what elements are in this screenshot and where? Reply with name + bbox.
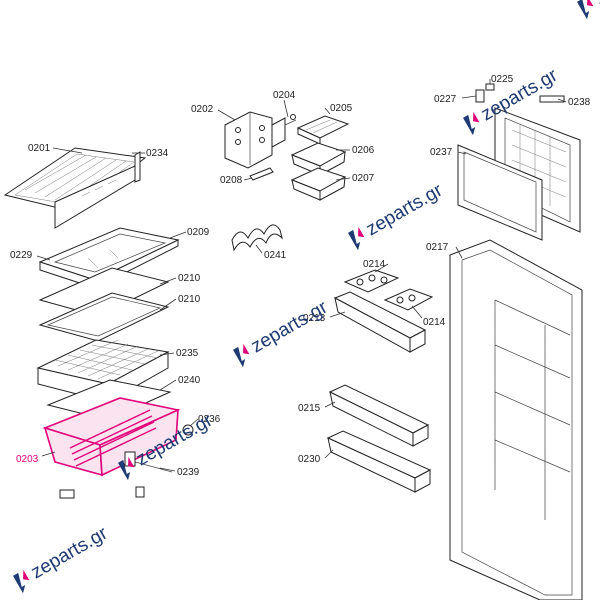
label-0214-b: 0214 [423,317,446,328]
label-0215: 0215 [298,403,321,414]
part-0205-egg-tray [296,115,350,145]
zeparts-logo-icon [463,114,476,136]
part-freezer-gasket [457,144,543,241]
label-0240: 0240 [178,375,201,386]
label-0227: 0227 [434,94,457,105]
part-0217-fridge-door [449,239,583,600]
label-0236: 0236 [198,414,221,425]
label-0214-a: 0214 [363,259,386,270]
watermark-3: zeparts.gr [348,180,447,251]
label-0210-a: 0210 [178,273,201,284]
part-0230-door-bin [326,430,432,493]
watermark-text-6: zeparts.gr [592,0,600,9]
watermark-1: zeparts.gr [13,523,112,594]
part-labels: 0201 0234 0202 0204 0205 0206 0207 0208 … [10,74,591,478]
part-0208-clip [249,167,274,181]
watermark-text-1: zeparts.gr [28,523,112,584]
label-0202: 0202 [191,104,214,115]
label-0241: 0241 [264,250,287,261]
zeparts-logo-icon [233,346,246,368]
zeparts-logo-icon [348,229,361,251]
label-0203: 0203 [16,454,39,465]
watermark-2: zeparts.gr [233,297,332,368]
label-0207: 0207 [352,173,375,184]
label-0237: 0237 [430,147,453,158]
label-0201: 0201 [28,143,51,154]
zeparts-logo-icon [577,0,590,20]
part-0201-shelf [3,147,147,213]
part-0238-handle [539,95,565,103]
part-0204-pins [284,114,297,126]
label-0238: 0238 [568,97,591,108]
leader-lines [36,79,567,472]
label-0217: 0217 [426,242,449,253]
label-0213: 0213 [303,313,326,324]
part-0207-container [290,167,347,201]
label-0204: 0204 [273,90,296,101]
label-0230: 0230 [298,454,321,465]
part-0215-door-bin [328,384,430,447]
label-0239: 0239 [177,467,200,478]
watermark-text-2: zeparts.gr [248,297,332,358]
label-0210-b: 0210 [178,294,201,305]
label-0205: 0205 [330,103,353,114]
label-0229: 0229 [10,250,33,261]
zeparts-logo-icon [118,459,131,481]
part-0214-egg-shelf [343,269,400,293]
part-0241-holder [231,224,283,252]
zeparts-logo-icon [13,572,26,594]
part-0203-drawer-highlight [42,397,181,477]
part-0213-door-bin [333,291,427,353]
part-small-items [59,486,145,499]
label-0225: 0225 [491,74,514,85]
watermark-text-3: zeparts.gr [363,180,447,241]
part-0210-glass-b [38,292,170,342]
label-0234: 0234 [146,148,169,159]
label-0208: 0208 [220,175,243,186]
part-0214-egg-shelf-b [383,288,434,311]
watermark-6: zeparts.gr [577,0,600,20]
part-0202-bracket [224,111,286,169]
label-0209: 0209 [187,227,210,238]
label-0206: 0206 [352,145,375,156]
label-0235: 0235 [176,348,199,359]
part-0236-knob [182,424,194,436]
